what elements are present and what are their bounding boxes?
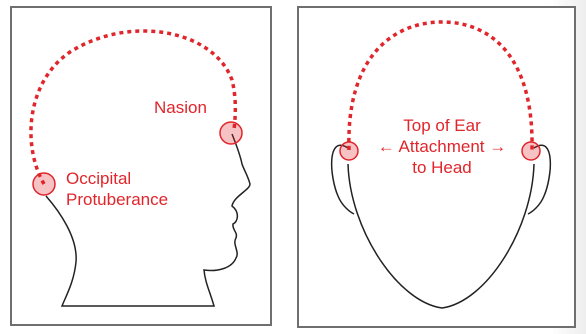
front-face-outline	[348, 164, 534, 308]
nasion-marker	[220, 122, 242, 144]
ear-label-line3: to Head	[362, 157, 522, 178]
occipital-label-line2: Protuberance	[66, 189, 168, 210]
right-arrow-icon: →	[489, 137, 506, 156]
left-ear-marker	[340, 142, 358, 160]
ear-attachment-label: Top of Ear ← Attachment → to Head	[362, 115, 522, 178]
ear-label-line1: Top of Ear	[362, 115, 522, 136]
occipital-marker	[33, 173, 55, 195]
side-head-outline	[46, 134, 250, 306]
left-arrow-icon: ←	[378, 137, 395, 156]
ear-label-line2-row: ← Attachment →	[362, 136, 522, 157]
right-ear-marker	[522, 142, 540, 160]
ear-label-line2: Attachment	[399, 137, 485, 156]
occipital-label: Occipital Protuberance	[66, 168, 168, 210]
occipital-label-line1: Occipital	[66, 168, 168, 189]
nasion-label: Nasion	[154, 97, 207, 118]
